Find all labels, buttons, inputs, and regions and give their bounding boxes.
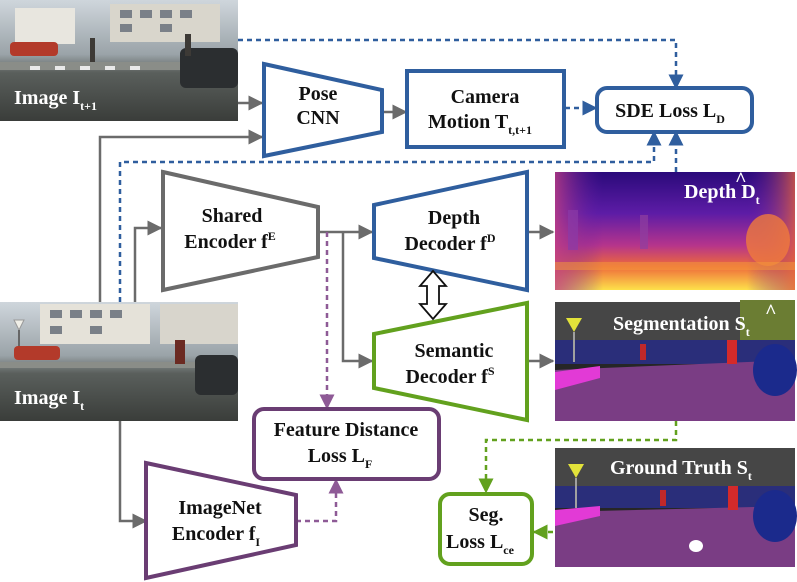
image-t1-label: Image I bbox=[14, 87, 80, 109]
feature-distance-line1: Feature Distance bbox=[274, 419, 419, 441]
semantic-decoder-line1: Semantic bbox=[415, 340, 494, 362]
segmentation-output-label: Segmentation S bbox=[613, 313, 746, 335]
ground-truth-subscript: t bbox=[748, 469, 752, 483]
svg-text:Decoder fD: Decoder fD bbox=[404, 231, 495, 255]
connectors bbox=[98, 38, 684, 540]
image-t1-subscript: t+1 bbox=[80, 99, 97, 113]
camera-motion-line1: Camera bbox=[451, 86, 520, 108]
edge-encoder-to-semantic bbox=[341, 232, 374, 369]
shared-encoder-line1: Shared bbox=[202, 205, 263, 227]
pose-cnn-block: Pose CNN bbox=[262, 61, 384, 159]
edge-segmentation-to-seg-loss bbox=[478, 421, 678, 494]
svg-text:Depth Dt: Depth Dt bbox=[684, 181, 760, 207]
svg-text:Encoder fI: Encoder fI bbox=[172, 523, 261, 549]
semantic-decoder-block: Semantic Decoder fS bbox=[372, 300, 529, 423]
depth-output-panel: Depth Dt ^ bbox=[555, 169, 795, 290]
semantic-decoder-superscript: S bbox=[488, 364, 495, 378]
pose-cnn-line2: CNN bbox=[296, 107, 340, 129]
feature-distance-line2: Loss L bbox=[308, 445, 365, 467]
image-t-panel: Image It bbox=[0, 302, 238, 421]
seg-loss-line1: Seg. bbox=[469, 504, 504, 526]
depth-output-subscript: t bbox=[756, 193, 760, 207]
shared-encoder-superscript: E bbox=[268, 229, 276, 243]
imagenet-encoder-subscript: I bbox=[255, 535, 260, 549]
svg-text:Segmentation St: Segmentation St bbox=[613, 313, 750, 339]
segmentation-hat-icon: ^ bbox=[765, 301, 777, 323]
segmentation-output-panel: Segmentation St ^ bbox=[555, 300, 797, 421]
feature-distance-subscript: F bbox=[365, 457, 372, 471]
edge-imagenet-to-feature-distance bbox=[296, 478, 344, 523]
seg-loss-line2: Loss L bbox=[446, 531, 503, 553]
svg-text:Motion Tt,t+1: Motion Tt,t+1 bbox=[428, 111, 532, 137]
depth-hat-icon: ^ bbox=[735, 169, 747, 191]
segmentation-output-subscript: t bbox=[746, 325, 750, 339]
shared-encoder-line2: Encoder f bbox=[184, 231, 268, 253]
depth-decoder-line2: Decoder f bbox=[404, 233, 487, 255]
svg-text:Encoder fE: Encoder fE bbox=[184, 229, 276, 253]
depth-decoder-block: Depth Decoder fD bbox=[372, 169, 529, 293]
svg-text:SDE Loss LD: SDE Loss LD bbox=[615, 100, 725, 126]
shared-encoder-block: Shared Encoder fE bbox=[161, 169, 320, 293]
seg-loss-subscript: ce bbox=[503, 543, 514, 557]
depth-decoder-superscript: D bbox=[487, 231, 496, 245]
sde-loss-block: SDE Loss LD bbox=[595, 86, 754, 134]
edge-image-t-to-pose bbox=[98, 129, 264, 302]
bidirectional-arrow-icon bbox=[418, 269, 448, 321]
sde-loss-label: SDE Loss L bbox=[615, 100, 716, 122]
image-t-subscript: t bbox=[80, 399, 84, 413]
seg-loss-block: Seg. Loss Lce bbox=[438, 492, 534, 566]
svg-text:Image It: Image It bbox=[14, 387, 84, 413]
depth-output-label: Depth D bbox=[684, 181, 756, 203]
svg-text:Image It+1: Image It+1 bbox=[14, 87, 97, 113]
imagenet-encoder-line2: Encoder f bbox=[172, 523, 256, 545]
edge-image-t-to-imagenet bbox=[118, 421, 148, 529]
camera-motion-block: Camera Motion Tt,t+1 bbox=[405, 69, 566, 149]
edge-image-t1-to-sde bbox=[238, 38, 684, 90]
edge-image-t-to-encoder bbox=[133, 220, 163, 302]
ground-truth-label: Ground Truth S bbox=[610, 457, 748, 479]
svg-text:Loss Lce: Loss Lce bbox=[446, 531, 515, 557]
pose-cnn-line1: Pose bbox=[299, 83, 338, 105]
imagenet-encoder-block: ImageNet Encoder fI bbox=[144, 460, 298, 581]
image-t-label: Image I bbox=[14, 387, 80, 409]
edge-image-t-to-sde bbox=[118, 130, 662, 302]
svg-text:Decoder fS: Decoder fS bbox=[405, 364, 494, 388]
ground-truth-panel: Ground Truth St bbox=[555, 448, 797, 567]
svg-text:Loss LF: Loss LF bbox=[308, 445, 373, 471]
svg-text:Ground Truth St: Ground Truth St bbox=[610, 457, 752, 483]
imagenet-encoder-line1: ImageNet bbox=[178, 497, 262, 519]
feature-distance-loss-block: Feature Distance Loss LF bbox=[252, 407, 441, 481]
sde-loss-subscript: D bbox=[716, 112, 725, 126]
depth-decoder-line1: Depth bbox=[428, 207, 480, 229]
semantic-decoder-line2: Decoder f bbox=[405, 366, 488, 388]
camera-motion-line2: Motion T bbox=[428, 111, 509, 133]
image-t1-panel: Image It+1 bbox=[0, 0, 238, 121]
camera-motion-subscript: t,t+1 bbox=[508, 123, 532, 137]
